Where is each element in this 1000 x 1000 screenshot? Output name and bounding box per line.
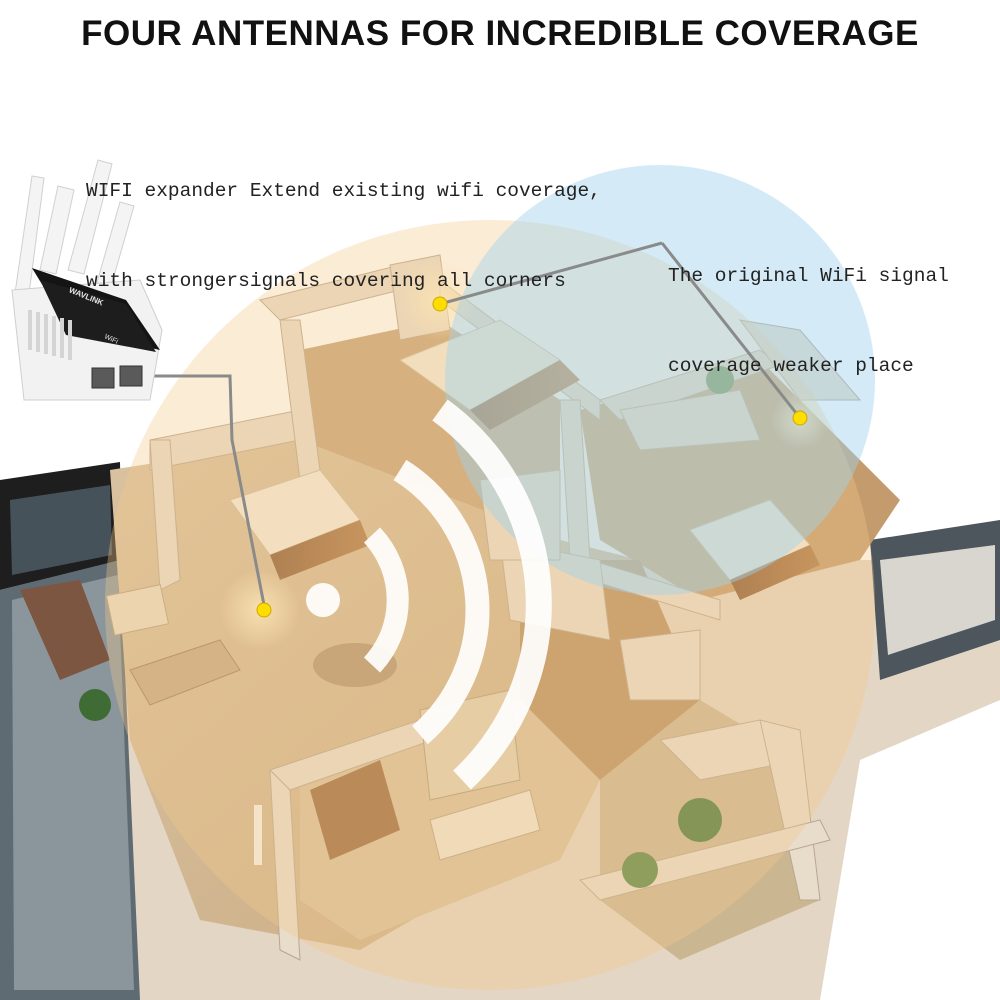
antennas: [13, 159, 135, 303]
original-signal-caption: The original WiFi signal coverage weaker…: [668, 201, 949, 441]
callout-lines: [150, 241, 802, 611]
wifi-extender-device: [11, 159, 163, 401]
expander-caption-line: with strongersignals covering all corner…: [86, 270, 566, 292]
original-caption-line: The original WiFi signal: [668, 265, 949, 287]
original-caption-line: coverage weaker place: [668, 355, 914, 377]
expander-connector: [150, 374, 267, 611]
extended-coverage-circle: [105, 220, 875, 990]
signal-markers: [256, 296, 808, 618]
page-title: FOUR ANTENNAS FOR INCREDIBLE COVERAGE: [81, 14, 919, 53]
ethernet-port: [119, 365, 143, 387]
original-connector-left: [439, 241, 663, 306]
marker-right-room: [792, 410, 808, 426]
expander-caption-line: WIFI expander Extend existing wifi cover…: [86, 180, 601, 202]
ethernet-port: [91, 367, 115, 389]
marker-expander: [256, 602, 272, 618]
marker-top-bedroom: [432, 296, 448, 312]
wifi-signal-icon: [306, 399, 552, 790]
expander-caption: WIFI expander Extend existing wifi cover…: [86, 116, 601, 356]
original-connector-right: [660, 242, 802, 419]
